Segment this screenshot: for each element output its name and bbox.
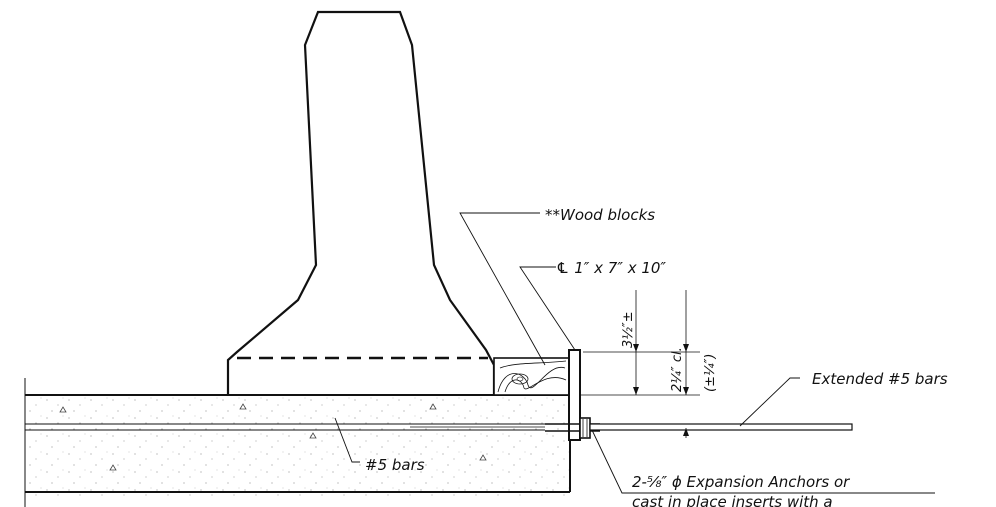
wood-block	[493, 357, 570, 396]
extended-bars-label: Extended #5 bars	[812, 370, 948, 388]
concrete-deck-slab	[24, 378, 571, 507]
leader-lines	[334, 212, 935, 494]
steel-plate	[568, 349, 581, 441]
plate-label: ℄ 1″ x 7″ x 10″	[556, 259, 666, 277]
dim-plate-tol-label: (±¼″)	[703, 354, 718, 393]
anchors-label-line2: cast in place inserts with a	[632, 493, 833, 507]
dim-height-label: 3½″±	[621, 311, 636, 348]
rebar-line	[25, 423, 545, 431]
dim-plate-cl-label: 2¼″ cl.	[670, 347, 685, 392]
bars-label: #5 bars	[365, 456, 425, 474]
concrete-barrier	[226, 10, 496, 395]
anchors-label-line1: 2-⁵⁄₈″ ϕ Expansion Anchors or	[632, 473, 850, 491]
dimension-lines	[580, 290, 700, 438]
extended-bar	[589, 423, 853, 431]
wood-blocks-label: **Wood blocks	[545, 206, 655, 224]
